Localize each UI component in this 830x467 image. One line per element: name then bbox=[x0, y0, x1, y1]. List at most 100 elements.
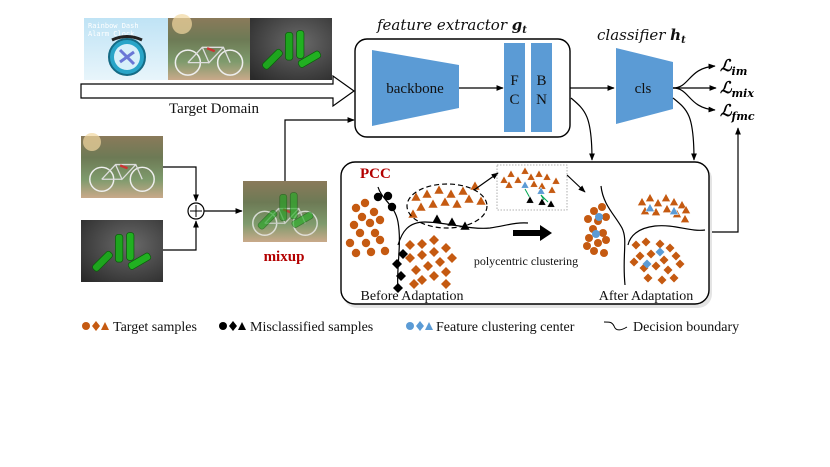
sample-diamond bbox=[641, 237, 651, 247]
sample-diamond bbox=[635, 251, 645, 261]
sample-triangle bbox=[506, 169, 516, 178]
sample-triangle bbox=[677, 199, 687, 209]
sample-triangle bbox=[526, 172, 536, 181]
svg-text:Decision boundary: Decision boundary bbox=[633, 320, 739, 335]
sample-circle bbox=[592, 230, 600, 238]
sample-circle bbox=[375, 235, 385, 245]
sample-triangle bbox=[504, 180, 514, 189]
svg-text:Feature clustering center: Feature clustering center bbox=[436, 320, 575, 335]
bn-label-n: N bbox=[536, 92, 547, 108]
sample-triangle bbox=[645, 202, 655, 212]
cls-label: cls bbox=[635, 81, 652, 97]
backbone-block bbox=[372, 50, 459, 126]
sample-triangle bbox=[534, 169, 544, 178]
sample-triangle bbox=[529, 179, 539, 188]
center-link bbox=[540, 194, 545, 201]
sample-diamond bbox=[651, 261, 661, 271]
center-link bbox=[524, 188, 531, 199]
batt-to-plus-arrow bbox=[163, 220, 199, 251]
sample-diamond bbox=[417, 275, 427, 285]
zoom-in-arrow bbox=[473, 172, 499, 191]
sample-triangle bbox=[662, 203, 672, 213]
sample-circle bbox=[585, 234, 593, 242]
sample-diamond bbox=[392, 259, 402, 269]
sample-triangle bbox=[433, 184, 445, 195]
sample-circle bbox=[599, 229, 607, 237]
sample-diamond bbox=[655, 247, 665, 257]
target-domain-label: Target Domain bbox=[169, 101, 259, 117]
transform-arrow bbox=[513, 225, 552, 241]
classifier-to-pcc-arrow bbox=[672, 97, 697, 161]
sample-triangle bbox=[680, 213, 690, 223]
sample-diamond bbox=[671, 251, 681, 261]
decision-boundary-before-2 bbox=[397, 221, 529, 246]
sample-triangle bbox=[653, 197, 663, 207]
legend-feature-clustering-center: Feature clustering center bbox=[406, 320, 575, 335]
sample-diamond bbox=[669, 273, 679, 283]
bn-block bbox=[531, 43, 552, 132]
sample-triangle bbox=[546, 199, 556, 208]
pcc-scatter bbox=[345, 166, 691, 293]
sample-triangle bbox=[681, 204, 691, 214]
sample-diamond bbox=[417, 250, 427, 260]
sample-circle bbox=[590, 247, 598, 255]
sample-triangle bbox=[499, 175, 509, 184]
sample-triangle bbox=[459, 220, 471, 231]
legend-target-samples: Target samples bbox=[82, 320, 197, 335]
mix-input-batteries-image bbox=[81, 220, 163, 282]
backbone-label: backbone bbox=[386, 81, 444, 97]
svg-text:Target samples: Target samples bbox=[113, 320, 197, 335]
legend: Target samples Misclassified samples Fea… bbox=[82, 320, 739, 335]
sample-circle bbox=[361, 238, 371, 248]
sample-diamond bbox=[659, 255, 669, 265]
sample-circle bbox=[357, 212, 367, 222]
alarm-clock-image: Rainbow Dash Alarm Clock bbox=[84, 18, 168, 80]
sample-diamond bbox=[405, 240, 415, 250]
sample-diamond bbox=[447, 253, 457, 263]
sample-diamond bbox=[441, 267, 451, 277]
mixup-label: mixup bbox=[264, 249, 305, 265]
sample-circle bbox=[351, 203, 361, 213]
sample-triangle bbox=[475, 195, 487, 206]
mixup-image bbox=[243, 181, 327, 242]
bike-to-plus-arrow bbox=[163, 166, 199, 202]
sample-circle bbox=[600, 249, 608, 257]
sample-diamond bbox=[396, 271, 406, 281]
classifier-title: classifier ht bbox=[597, 26, 686, 46]
svg-text:Alarm Clock: Alarm Clock bbox=[88, 30, 135, 38]
sample-triangle bbox=[669, 196, 679, 206]
sample-circle bbox=[595, 213, 603, 221]
sample-triangle bbox=[537, 197, 547, 206]
loss-im-arrow bbox=[672, 63, 716, 89]
legend-decision-boundary: Decision boundary bbox=[603, 320, 739, 335]
pcc-to-loss-arrow bbox=[708, 127, 741, 233]
bn-label-b: B bbox=[536, 73, 546, 89]
sample-triangle bbox=[547, 185, 557, 194]
sample-triangle bbox=[439, 196, 451, 207]
after-adaptation-label: After Adaptation bbox=[599, 289, 693, 304]
sample-diamond bbox=[398, 249, 408, 259]
sample-triangle bbox=[421, 188, 433, 199]
bicycle-image bbox=[168, 14, 250, 80]
sample-diamond bbox=[675, 259, 685, 269]
decision-boundary-after-2 bbox=[627, 225, 706, 246]
svg-text:Rainbow Dash: Rainbow Dash bbox=[88, 22, 139, 30]
sample-diamond bbox=[429, 235, 439, 245]
cls-block bbox=[616, 48, 673, 124]
sample-circle bbox=[365, 218, 375, 228]
legend-misclassified-samples: Misclassified samples bbox=[219, 320, 373, 335]
zoom-out-arrow bbox=[566, 174, 586, 193]
sample-circle bbox=[383, 191, 393, 201]
sample-triangle bbox=[445, 188, 457, 199]
zoom-inset-box bbox=[496, 164, 568, 211]
mixup-to-extractor-arrow bbox=[284, 117, 355, 181]
sample-triangle bbox=[446, 216, 458, 227]
sample-diamond bbox=[631, 240, 641, 250]
feature-extractor-title: feature extractor gt bbox=[376, 16, 527, 36]
sample-triangle bbox=[410, 191, 422, 202]
sample-circle bbox=[360, 198, 370, 208]
sample-circle bbox=[370, 228, 380, 238]
sample-diamond bbox=[405, 253, 415, 263]
fc-label-c: C bbox=[509, 92, 519, 108]
